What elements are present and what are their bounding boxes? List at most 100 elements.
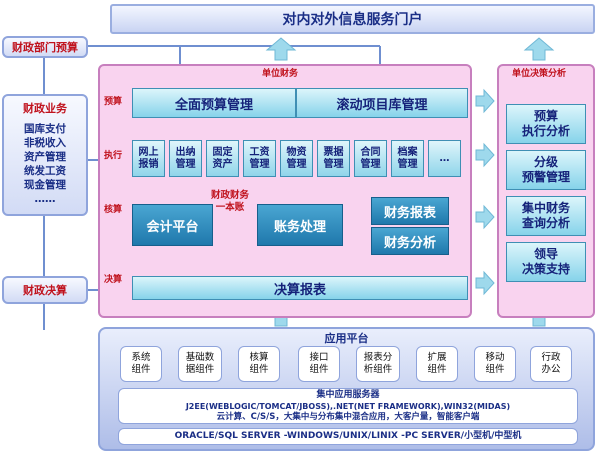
decision-query-analysis: 集中财务查询分析 [506,196,586,236]
component-line: 组件 [249,364,269,375]
exec-item-bills: 票据管理 [317,140,350,177]
server-title: 集中应用服务器 [316,390,380,400]
business-item: 现金管理 [24,179,66,191]
component-line: 行政 [541,352,561,363]
exec-item-line: 档案 [397,146,418,158]
account-processing-box: 账务处理 [257,204,343,246]
business-item: 国库支付 [24,123,66,135]
block-arrow-up-1 [265,37,297,61]
decision-line: 集中财务 [521,201,570,215]
exec-item-line: … [439,152,450,164]
exec-item-materials: 物资管理 [280,140,313,177]
portal-title-bar: 对内对外信息服务门户 [110,4,595,34]
decision-budget-execution: 预算执行分析 [506,104,586,144]
component-line: 系统 [131,352,151,363]
component-line: 组件 [309,364,329,375]
component-line: 核算 [249,352,269,363]
component-line: 报表分 [363,352,393,363]
finance-business-list: 国库支付 非税收入 资产管理 统发工资 现金管理 …… [24,122,66,206]
unit-finance-title: 单位财务 [262,69,299,79]
component-line: 析组件 [363,364,393,375]
exec-item-line: 管理 [249,158,270,170]
component-line: 组件 [485,364,505,375]
exec-item-line: 物资 [286,146,307,158]
component-accounting: 核算组件 [238,346,280,382]
stage-final-label: 决算 [104,275,123,285]
component-line: 组件 [427,364,447,375]
component-extension: 扩展组件 [416,346,458,382]
decision-line: 领导 [533,247,558,261]
decision-line: 预警管理 [521,170,570,184]
component-mobile: 移动组件 [474,346,516,382]
exec-item-salary: 工资管理 [243,140,276,177]
exec-item-more: … [428,140,461,177]
ledger-note: 财政财务 一本账 [200,190,260,214]
budget-box: 财政部门预算 [2,36,88,58]
component-line: 办公 [541,364,561,375]
decision-line: 预算 [533,109,558,123]
platform-title: 应用平台 [324,332,369,345]
component-system: 系统组件 [120,346,162,382]
stage-execution-label: 执行 [104,151,123,161]
component-line: 移动 [485,352,505,363]
exec-item-line: 管理 [323,158,344,170]
exec-item-contracts: 合同管理 [354,140,387,177]
exec-item-line: 报销 [138,158,159,170]
component-line: 接口 [309,352,329,363]
exec-item-line: 管理 [360,158,381,170]
block-arrow-right-3 [475,204,495,230]
decision-line: 决策支持 [521,262,570,276]
decision-line: 分级 [533,155,558,169]
component-line: 扩展 [427,352,447,363]
decision-leader-support: 领导决策支持 [506,242,586,282]
exec-item-line: 管理 [175,158,196,170]
exec-item-line: 工资 [249,146,270,158]
server-line-1: J2EE(WEBLOGIC/TOMCAT/JBOSS),.NET(NET FRA… [185,402,511,411]
block-arrow-right-1 [475,88,495,114]
component-interface: 接口组件 [298,346,340,382]
final-reports-box: 决算报表 [132,276,468,300]
component-basic-data: 基础数据组件 [178,346,222,382]
infrastructure-strip: ORACLE/SQL SERVER -WINDOWS/UNIX/LINIX -P… [118,428,578,445]
decision-line: 执行分析 [521,124,570,138]
block-arrow-right-4 [475,270,495,296]
exec-item-line: 合同 [360,146,381,158]
exec-item-line: 出纳 [175,146,196,158]
business-item: 统发工资 [24,165,66,177]
business-item: 资产管理 [24,151,66,163]
component-line: 组件 [131,364,151,375]
decision-panel-title: 单位决策分析 [512,69,567,79]
exec-item-online-reimbursement: 网上报销 [132,140,165,177]
ledger-note-line: 财政财务 [210,190,249,201]
component-line: 据组件 [185,364,215,375]
decision-line: 查询分析 [521,216,570,230]
business-item: 非税收入 [24,137,66,149]
exec-item-fixed-assets: 固定资产 [206,140,239,177]
finance-business-box: 财政业务 国库支付 非税收入 资产管理 统发工资 现金管理 …… [2,94,88,216]
finance-business-title: 财政业务 [23,102,67,115]
component-report-analysis: 报表分析组件 [356,346,400,382]
business-item: …… [34,193,56,205]
exec-item-cashier: 出纳管理 [169,140,202,177]
accounting-platform-box: 会计平台 [132,204,213,246]
final-accounts-box: 财政决算 [2,276,88,304]
exec-item-line: 资产 [212,158,233,170]
block-arrow-up-2 [523,37,555,61]
exec-item-archives: 档案管理 [391,140,424,177]
rolling-project-box: 滚动项目库管理 [296,88,468,118]
budget-management-box: 全面预算管理 [132,88,296,118]
server-line-2: 云计算、C/S/S，大集中与分布集中混合应用，大客户量，智能客户端 [216,412,480,422]
financial-analysis-box: 财务分析 [371,227,449,255]
block-arrow-right-2 [475,142,495,168]
component-office: 行政办公 [530,346,572,382]
component-line: 基础数 [185,352,215,363]
stage-budget-label: 预算 [104,97,123,107]
app-server-strip: 集中应用服务器 J2EE(WEBLOGIC/TOMCAT/JBOSS),.NET… [118,388,578,424]
exec-item-line: 管理 [397,158,418,170]
ledger-note-line: 一本账 [215,202,245,213]
stage-accounting-label: 核算 [104,205,123,215]
exec-item-line: 票据 [323,146,344,158]
exec-item-line: 网上 [138,146,159,158]
financial-reports-box: 财务报表 [371,197,449,225]
exec-item-line: 固定 [212,146,233,158]
